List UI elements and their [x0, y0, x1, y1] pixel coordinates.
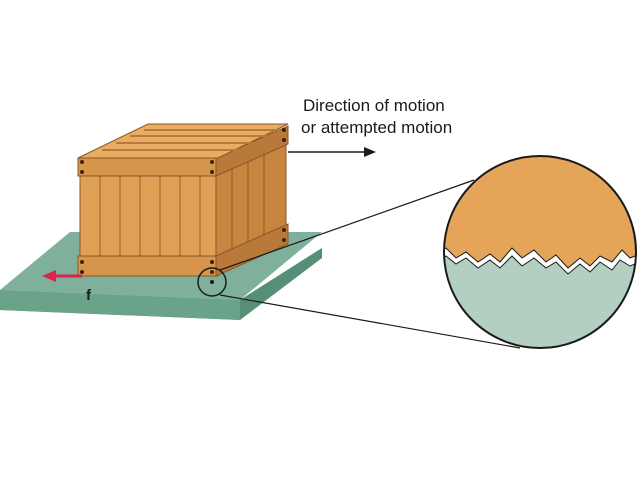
motion-arrow-icon — [288, 147, 376, 157]
motion-label-line-2: or attempted motion — [301, 118, 453, 137]
motion-label-line-1: Direction of motion — [303, 96, 445, 115]
surface-front — [0, 290, 240, 320]
crate-nails — [80, 128, 286, 274]
crate — [77, 123, 289, 277]
zoom-contact-gaps — [444, 247, 636, 275]
crate-bottom-rail — [77, 255, 219, 277]
crate-top-rail — [77, 157, 219, 177]
zoom-source-circle — [197, 267, 227, 297]
zoom-line-bottom — [219, 294, 521, 349]
zoom-line-top — [219, 179, 475, 271]
crate-side-planks — [231, 152, 265, 258]
friction-force-label: f — [86, 287, 91, 304]
crate-side-bottom-rail — [215, 223, 289, 277]
zoom-crate-surface — [444, 156, 636, 268]
friction-arrow-icon — [42, 270, 82, 282]
crate-top-slats — [102, 129, 280, 151]
zoom-circle — [443, 155, 637, 349]
crate-front-planks — [99, 176, 201, 256]
